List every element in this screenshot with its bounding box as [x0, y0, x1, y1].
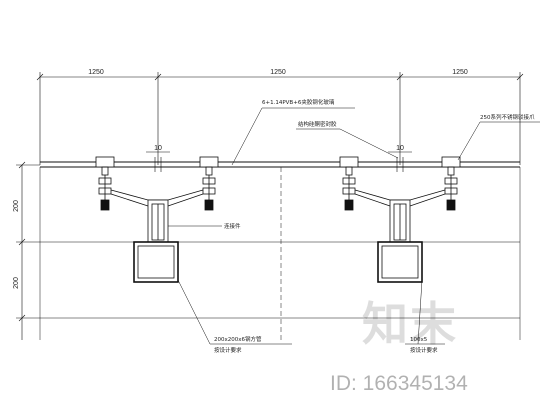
note-structural-sealant: 结构硅酮密封胶 [298, 120, 337, 128]
spider-assembly-left [95, 156, 219, 283]
note-steel-tube-right: 100x5 [410, 337, 428, 343]
dimension-200-lower: 200 [13, 277, 20, 289]
note-glass-spec: 6+1.14PVB+6夹胶钢化玻璃 [262, 98, 335, 106]
dimension-1250-c: 1250 [452, 69, 468, 76]
dimension-1250-b: 1250 [270, 69, 286, 76]
dimension-1250-a: 1250 [88, 69, 104, 76]
spider-assembly-right [339, 156, 461, 283]
note-bracket: 连接件 [224, 222, 241, 230]
joint-gap-right: 10 [396, 145, 404, 152]
watermark-brand: 知末 [362, 297, 458, 351]
leader-lines [168, 107, 540, 345]
joint-gap-left: 10 [154, 145, 162, 152]
note-steel-tube-right-sub: 按设计要求 [410, 346, 438, 354]
grid-lines [39, 167, 521, 340]
top-dimension-chain [36, 72, 524, 165]
note-steel-tube-left-sub: 按设计要求 [214, 346, 242, 354]
note-steel-tube-left: 200x200x6钢方管 [214, 335, 262, 343]
glass-panel [40, 161, 520, 168]
left-dimension-chain [16, 161, 40, 340]
dimension-200-upper: 200 [13, 200, 20, 212]
glass-joints [146, 151, 412, 172]
note-spider-fitting: 250系列不锈钢驳接爪 [480, 113, 535, 121]
watermark-id: ID: 166345134 [330, 372, 468, 395]
